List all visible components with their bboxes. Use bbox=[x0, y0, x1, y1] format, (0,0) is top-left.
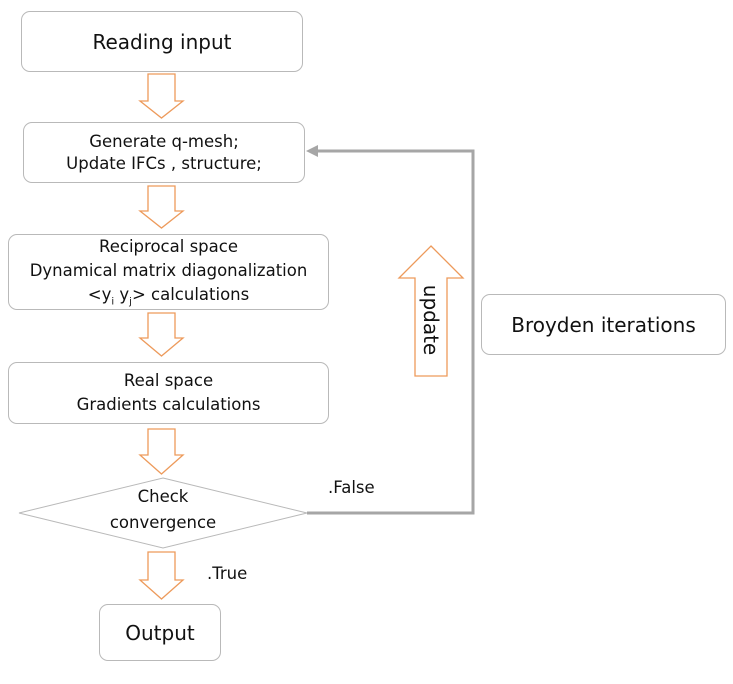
broyden-iterations-box: Broyden iterations bbox=[481, 294, 726, 355]
check-convergence-label: Check convergence bbox=[109, 487, 217, 532]
update-label: update bbox=[419, 284, 443, 356]
false-label: .False bbox=[328, 478, 375, 497]
true-label: .True bbox=[207, 564, 248, 583]
check-convergence-diamond bbox=[18, 477, 308, 549]
down-arrow-3 bbox=[138, 312, 185, 357]
reading-input-box: Reading input bbox=[21, 11, 303, 72]
feedback-connector-line bbox=[307, 149, 475, 515]
dynamical-matrix-label: Dynamical matrix diagonalization bbox=[29, 260, 308, 280]
output-box: Output bbox=[99, 604, 221, 661]
output-label: Output bbox=[125, 620, 195, 645]
feedback-arrowhead bbox=[306, 145, 318, 157]
down-arrow-1 bbox=[138, 73, 185, 119]
generate-qmesh-box: Generate q-mesh; Update IFCs , structure… bbox=[23, 122, 305, 183]
down-arrow-4 bbox=[138, 428, 185, 475]
reading-input-label: Reading input bbox=[92, 29, 232, 54]
down-arrow-5 bbox=[138, 551, 185, 600]
down-arrow-2 bbox=[138, 185, 185, 229]
real-space-label: Real space bbox=[123, 371, 214, 391]
broyden-iterations-label: Broyden iterations bbox=[511, 312, 696, 337]
reciprocal-space-label: Reciprocal space bbox=[99, 236, 238, 256]
generate-qmesh-label: Generate q-mesh; bbox=[89, 132, 239, 152]
gradients-calculations-label: Gradients calculations bbox=[76, 395, 261, 414]
update-arrow bbox=[397, 245, 465, 377]
real-space-box: Real space Gradients calculations bbox=[8, 362, 329, 424]
reciprocal-space-box: Reciprocal space Dynamical matrix diagon… bbox=[8, 234, 329, 310]
yiyj-calculations-label: <yi yj> calculations bbox=[87, 284, 250, 307]
update-ifcs-label: Update IFCs , structure; bbox=[66, 153, 262, 173]
